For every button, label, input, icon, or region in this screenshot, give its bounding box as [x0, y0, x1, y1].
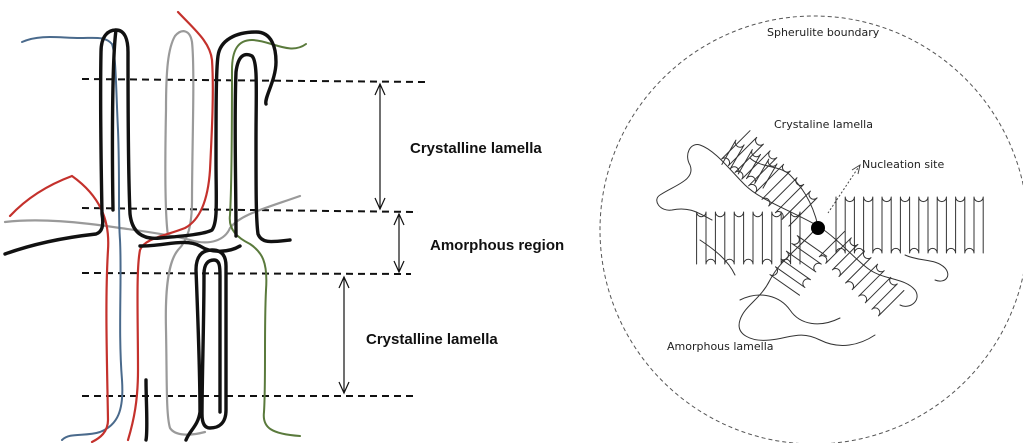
amorphous-tie-chains: [657, 145, 948, 346]
nucleation-site-label: Nucleation site: [862, 158, 944, 171]
crystalline-lamella-label: Crystalline lamella: [366, 331, 498, 348]
nucleation-pointer-arrow: [828, 165, 860, 213]
lamella-boundary-line: [82, 273, 411, 274]
crystalline-thickness-arrow: [375, 84, 385, 209]
polymer-chain-black-loop: [186, 250, 226, 440]
amorphous-lamella-label: Amorphous lamella: [667, 340, 774, 353]
spherulite-boundary-label: Spherulite boundary: [767, 26, 880, 39]
lamella-boundary-line: [82, 79, 425, 82]
lamella-boundary-line: [82, 208, 418, 212]
crystalline-thickness-arrow: [339, 277, 349, 393]
lamella-fold-strip: [770, 236, 827, 296]
polymer-chain-black: [5, 30, 290, 440]
spherulite-diagram: Spherulite boundary Crystaline lamella N…: [600, 16, 1023, 443]
amorphous-region-label: Amorphous region: [430, 237, 564, 254]
lamella-stack-diagram: Crystalline lamella Amorphous region Cry…: [5, 12, 564, 442]
nucleation-site-dot: [811, 221, 825, 235]
crystalline-lamella-label: Crystaline lamella: [774, 118, 873, 131]
crystalline-lamella-label: Crystalline lamella: [410, 140, 542, 157]
amorphous-thickness-arrow: [394, 214, 404, 272]
